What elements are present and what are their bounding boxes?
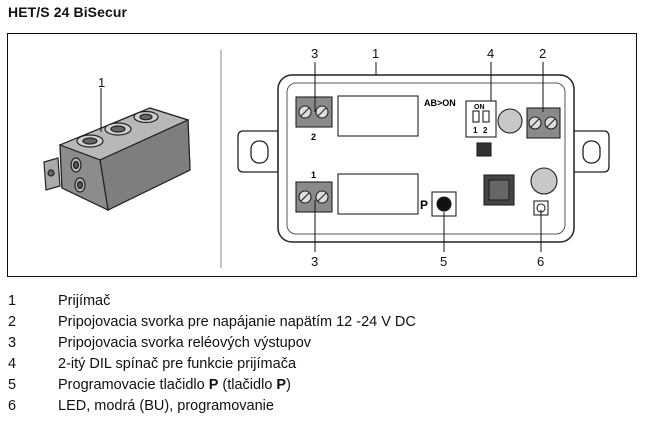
callout-2-power: 2 [539, 46, 546, 61]
board-components [295, 95, 561, 217]
callout-3-top: 3 [311, 46, 318, 61]
callout-1-receiver: 1 [98, 75, 105, 90]
legend-text: 2-itý DIL spínač pre funkcie prijímača [58, 356, 297, 372]
receiver-3d-view [43, 107, 191, 212]
legend-number: 4 [8, 356, 17, 372]
legend-text: Pripojovacia svorka reléových výstupov [58, 335, 312, 351]
callout-1-housing: 1 [372, 46, 379, 61]
callout-4-dip: 4 [487, 46, 494, 61]
dip-1-label: 1 [473, 126, 478, 135]
page-title: HET/S 24 BiSecur [8, 4, 128, 20]
terminal-label-2: 2 [311, 132, 316, 142]
callout-3-bottom: 3 [311, 254, 318, 269]
callout-6-led: 6 [537, 254, 544, 269]
dip-2-label: 2 [483, 126, 488, 135]
legend-number: 1 [8, 293, 17, 309]
receiver-diagram: 1 3 1 4 2 3 5 6 2 1 AB>ON ON 1 2 P [43, 46, 610, 269]
legend-text: Pripojovacia svorka pre napájanie napätí… [58, 314, 416, 330]
legend-number: 6 [8, 398, 17, 414]
legend-number: 3 [8, 335, 17, 351]
legend-text: Programovacie tlačidlo P (tlačidlo P) [58, 377, 291, 393]
callout-lines [314, 62, 544, 252]
dip-on-label: ON [474, 104, 485, 111]
legend-text: Prijímač [58, 293, 111, 309]
figure-frame [7, 33, 637, 277]
legend-text: LED, modrá (BU), programovanie [58, 398, 274, 414]
legend-number: 5 [8, 377, 17, 393]
legend-number: 2 [8, 314, 17, 330]
dip-rule-label: AB>ON [424, 98, 456, 108]
callout-5-button: 5 [440, 254, 447, 269]
terminal-label-1: 1 [311, 170, 316, 180]
button-p-label: P [420, 198, 428, 212]
